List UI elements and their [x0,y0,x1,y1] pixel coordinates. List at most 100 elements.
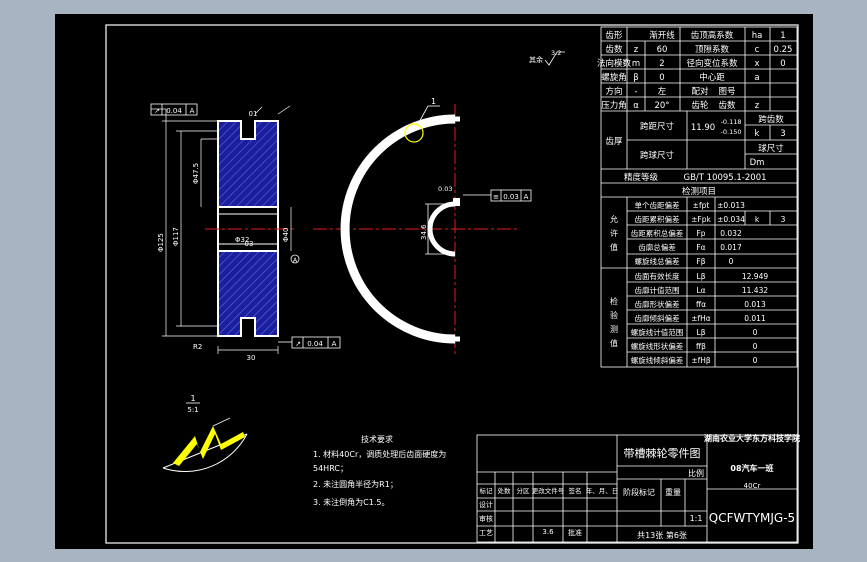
p-r3-5: 0 [780,59,785,69]
allow-row-symbol: Fp [696,229,705,238]
revision-headers: 标记处数分区更改文件号签名年、月、日 [480,486,619,495]
check-row-value: 11.432 [742,286,768,295]
allow-row-name: 齿距累积偏差 [635,214,680,224]
accuracy-value: GB/T 10095.1-2001 [683,173,766,183]
drawing-no: QCFWTYMJG-5 [709,511,795,525]
roughness-value: 3.2 [551,49,561,57]
p-r4-0: 螺旋角 [601,72,627,83]
cad-drawing: 齿形 渐开线 齿顶高系数 ha 1 齿数 z 60 顶隙系数 c 0.25 法向… [105,24,800,544]
tech-item-4: 3. 未注倒角为C1.5。 [313,497,389,507]
hub-bore [427,201,456,257]
p-r2-4: c [755,45,760,55]
dim-phi-117: Φ117 [172,227,180,246]
svg-text:≡: ≡ [493,193,499,201]
p-r3-2: 2 [659,59,664,69]
p-r4-1: β [633,73,638,83]
signature-roles: 设计审核工艺批准 [479,500,582,537]
allow-row-symbol: ±fpt [693,201,710,210]
check-row-name: 齿廓形状偏差 [635,299,680,309]
revision-header: 签名 [569,486,582,495]
allow-row-value: ±0.013 [717,201,745,210]
p-r4-4: a [754,73,759,83]
drawing-sheet: 齿形 渐开线 齿顶高系数 ha 1 齿数 z 60 顶隙系数 c 0.25 法向… [55,14,813,549]
signature-role: 工艺 [479,529,493,537]
check-row-symbol: ffα [696,300,706,309]
check-row-name: 齿廓计值范围 [635,285,680,295]
ball-label: 跨球尺寸 [640,150,675,161]
check-row-symbol: ffβ [696,342,706,351]
dim-slot-b: 03 [245,240,254,248]
check-row-symbol: Lβ [697,272,706,281]
revision-header: 年、月、日 [586,486,619,495]
p-r6-3: 齿轮 [691,100,709,111]
dim-slot-a: 01 [249,110,258,118]
p-r6-0: 压力角 [601,100,627,111]
allow-row-k: k [755,215,760,224]
revision-header: 分区 [517,486,531,495]
p-r2-3: 顶隙系数 [695,44,730,55]
p-r6-4: 齿数 [718,100,736,111]
p-r6-2: 20° [654,101,669,111]
p-r5-1: - [634,87,637,97]
check-row-value: 0 [753,342,758,351]
p-r5-2: 左 [658,86,667,97]
p-r4-2: 0 [659,73,664,83]
check-row-value: 12.949 [742,272,768,281]
ball-size: 球尺寸 [758,143,784,154]
inspect-header: 检测项目 [682,186,716,197]
gdt-mid-value: 0.03 [503,193,519,201]
span-k-val: 3 [780,129,785,139]
dim-d47: Φ47.5 [192,163,200,184]
p-r2-5: 0.25 [774,45,793,55]
span-count: 跨齿数 [758,114,784,125]
check-label-char: 检 [610,296,618,306]
tech-requirements: 技术要求 1. 材料40Cr，调质处理后齿面硬度为 54HRC； 2. 未注圆角… [313,434,446,507]
tech-item-1: 1. 材料40Cr，调质处理后齿面硬度为 [313,449,446,459]
signature-role: 审核 [479,514,493,523]
detail-scale: 5:1 [187,406,198,414]
p-r1-4: 1 [780,31,785,41]
p-r3-4: x [754,59,759,69]
datum-a-marker: A [293,257,298,264]
check-label-char: 测 [610,325,618,334]
allow-row-name: 螺旋线总偏差 [635,256,680,266]
dim-d40: Φ40 [282,228,290,242]
sheets: 共13张 第6张 [637,530,687,540]
side-view: 1 34.6 0.03 ≡ 0.03 A 其余 3.2 [313,49,565,354]
allow-row-name: 齿距累积总偏差 [631,228,684,238]
p-r3-3: 径向变位系数 [686,58,738,69]
check-row-symbol: Lβ [697,328,706,337]
weight-label: 重量 [665,487,681,497]
part-name: 带槽棘轮零件图 [624,446,701,460]
allow-row-name: 单个齿距偏差 [635,200,680,210]
check-label-char: 值 [610,338,618,348]
roughness-rest-label: 其余 [529,55,543,64]
check-row-name: 齿廓倾斜偏差 [635,313,680,323]
scale-value: 1:1 [690,514,703,523]
p-r6-1: α [633,101,639,111]
p-r3-0: 法向模数 [597,58,632,69]
p-r2-0: 齿数 [605,44,623,55]
gdt-bottom-value: 0.04 [307,340,323,348]
allow-label: 允许值 [610,214,618,252]
p-r2-2: 60 [657,45,668,55]
revision-header: 处数 [498,486,512,495]
detail-circle [404,123,424,143]
title-block [476,434,798,543]
check-row-name: 螺旋线倾斜偏差 [631,355,684,365]
parameter-table [600,26,798,368]
check-row-symbol: ±fHβ [691,356,711,365]
parameter-table-text: 齿形 渐开线 齿顶高系数 ha 1 齿数 z 60 顶隙系数 c 0.25 法向… [597,30,792,197]
detail-arc [162,433,248,472]
svg-text:↗: ↗ [154,107,160,115]
allow-label-char: 值 [610,242,618,252]
tooth-thick-label: 齿厚 [605,137,623,147]
span-k: k [755,129,760,139]
detail-ref-1: 1 [431,97,436,106]
allow-row-name: 齿廓总偏差 [638,242,676,252]
revision-header: 更改文件号 [532,486,565,495]
signature-role: 批准 [568,528,582,537]
tech-item-2: 54HRC； [313,464,348,473]
